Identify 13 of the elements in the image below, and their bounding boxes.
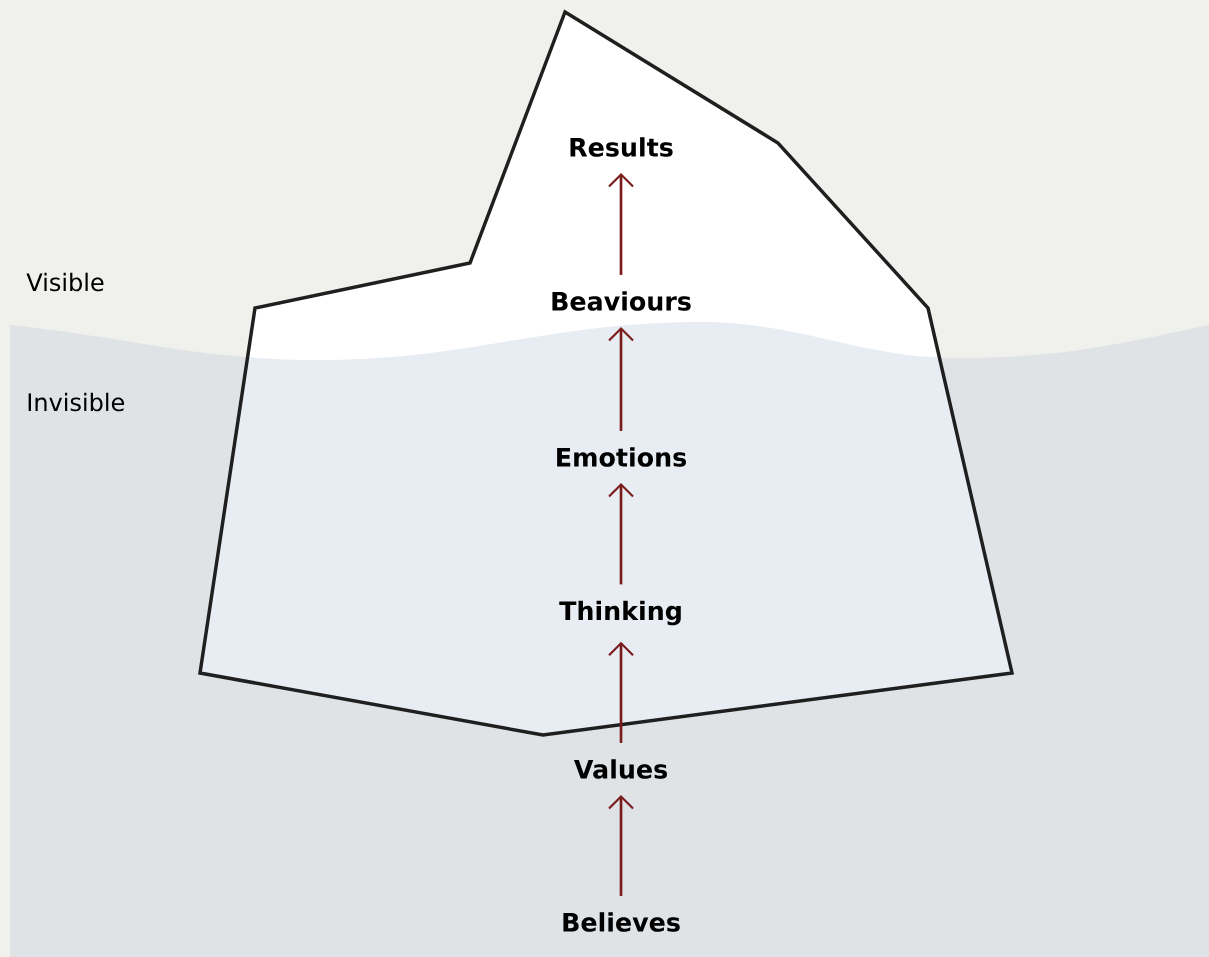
zone-label: Visible: [26, 272, 104, 292]
level-label: Emotions: [557, 447, 686, 467]
arrow: [608, 795, 634, 896]
arrow: [608, 327, 634, 431]
arrow: [608, 173, 634, 275]
arrow: [608, 483, 634, 585]
arrow: [608, 641, 634, 743]
level-label: Results: [570, 137, 673, 157]
level-label: Believes: [563, 912, 680, 932]
level-label: Values: [574, 759, 667, 779]
level-label: Beaviours: [552, 291, 691, 311]
zone-label: Invisible: [28, 392, 124, 412]
level-label: Thinking: [559, 600, 681, 626]
